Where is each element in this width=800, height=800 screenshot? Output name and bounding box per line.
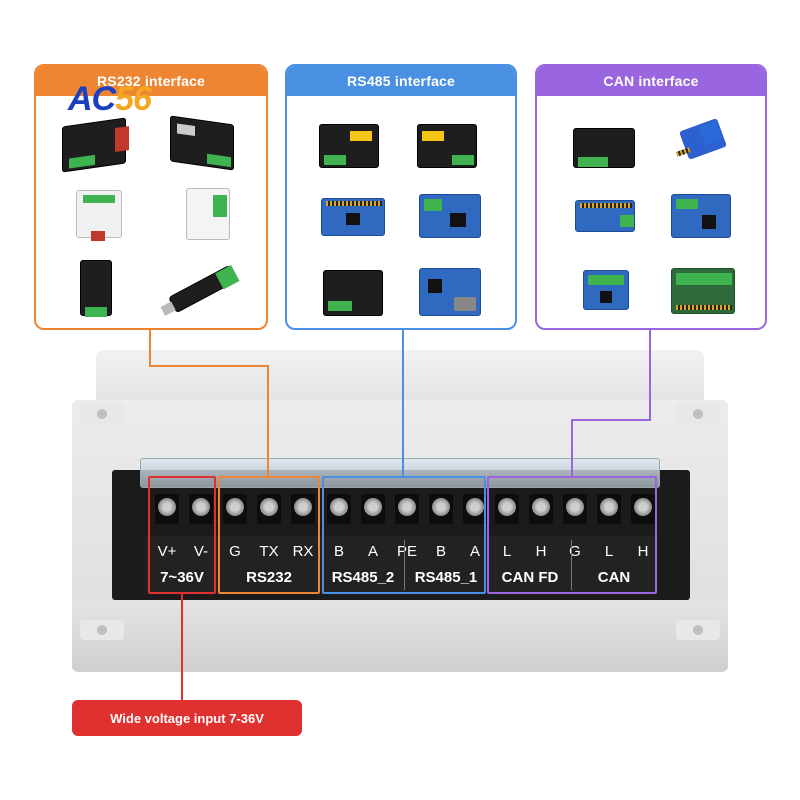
can-device-6 bbox=[671, 268, 735, 314]
mount-ear-right-bottom bbox=[676, 620, 720, 640]
terminal-screw bbox=[327, 494, 351, 524]
can-device-3 bbox=[575, 200, 635, 232]
pin-label-vplus: V+ bbox=[157, 542, 177, 560]
pin-label-pe: PE bbox=[396, 542, 417, 560]
can-device-1 bbox=[573, 128, 635, 168]
terminal-screw bbox=[597, 494, 621, 524]
rs232-device-4 bbox=[186, 188, 230, 240]
pin-label-tx: TX bbox=[259, 542, 279, 560]
pin-label-rx: RX bbox=[292, 542, 314, 560]
pin-label-b2: B bbox=[333, 542, 344, 560]
terminal-screw bbox=[463, 494, 487, 524]
can-device-2 bbox=[675, 118, 727, 160]
group-label-power: 7~36V bbox=[160, 568, 204, 586]
group-label-rs485-1: RS485_1 bbox=[414, 568, 478, 586]
enclosure-foot bbox=[72, 600, 728, 672]
can-highlight-box bbox=[487, 476, 657, 594]
mount-ear-left-bottom bbox=[80, 620, 124, 640]
terminal-screw bbox=[189, 494, 213, 524]
rs232-interface-panel: RS232 interface bbox=[34, 64, 268, 330]
terminal-screw bbox=[495, 494, 519, 524]
rs485-highlight-box bbox=[322, 476, 486, 594]
pin-label-vminus: V- bbox=[193, 542, 209, 560]
pin-label-canfd-l: L bbox=[502, 542, 512, 560]
pin-label-can-g: G bbox=[569, 542, 581, 560]
can-device-4 bbox=[671, 194, 731, 238]
rs485-device-4 bbox=[419, 194, 481, 238]
terminal-screw bbox=[361, 494, 385, 524]
can-panel-title: CAN interface bbox=[537, 66, 765, 96]
voltage-callout: Wide voltage input 7-36V bbox=[72, 700, 302, 736]
pin-label-can-l: L bbox=[604, 542, 614, 560]
terminal-screw bbox=[429, 494, 453, 524]
label-separator bbox=[571, 540, 572, 590]
power-highlight-box bbox=[148, 476, 216, 594]
terminal-screw bbox=[563, 494, 587, 524]
can-interface-panel: CAN interface bbox=[535, 64, 767, 330]
rs232-device-grid bbox=[36, 104, 266, 328]
group-label-can: CAN bbox=[597, 568, 631, 586]
rs485-device-grid bbox=[287, 104, 515, 328]
pin-label-b1: B bbox=[435, 542, 446, 560]
mount-ear-right-top bbox=[676, 404, 720, 424]
rs485-panel-title: RS485 interface bbox=[287, 66, 515, 96]
can-device-5 bbox=[583, 270, 629, 310]
terminal-screw bbox=[291, 494, 315, 524]
rs485-device-5 bbox=[323, 270, 383, 316]
rs232-device-3 bbox=[76, 190, 122, 241]
mount-ear-left-top bbox=[80, 404, 124, 424]
rs232-device-5 bbox=[80, 260, 112, 317]
pin-label-canfd-h: H bbox=[535, 542, 547, 560]
rs485-device-1 bbox=[319, 124, 379, 168]
rs485-device-6 bbox=[419, 268, 481, 316]
rs232-device-6 bbox=[160, 264, 240, 316]
rs232-panel-title: RS232 interface bbox=[36, 66, 266, 96]
pin-label-g: G bbox=[229, 542, 241, 560]
rs232-device-2 bbox=[170, 115, 234, 171]
can-device-grid bbox=[537, 104, 765, 328]
rs485-interface-panel: RS485 interface bbox=[285, 64, 517, 330]
label-separator bbox=[404, 540, 405, 590]
terminal-label-strip bbox=[146, 536, 658, 592]
rs485-device-3 bbox=[321, 198, 385, 236]
terminal-screw bbox=[257, 494, 281, 524]
terminal-screw bbox=[155, 494, 179, 524]
terminal-screw bbox=[529, 494, 553, 524]
group-label-rs232: RS232 bbox=[246, 568, 292, 586]
terminal-screw bbox=[631, 494, 655, 524]
logo-text-accent: 56 bbox=[115, 80, 152, 118]
group-label-canfd: CAN FD bbox=[501, 568, 559, 586]
pin-label-a2: A bbox=[367, 542, 378, 560]
pin-label-can-h: H bbox=[637, 542, 649, 560]
terminal-screw bbox=[395, 494, 419, 524]
rs232-highlight-box bbox=[218, 476, 320, 594]
pin-label-a1: A bbox=[469, 542, 480, 560]
terminal-screw bbox=[223, 494, 247, 524]
rs485-device-2 bbox=[417, 124, 477, 168]
logo-text-main: AC bbox=[68, 80, 116, 118]
group-label-rs485-2: RS485_2 bbox=[331, 568, 395, 586]
brand-logo: AC56 bbox=[62, 72, 160, 128]
